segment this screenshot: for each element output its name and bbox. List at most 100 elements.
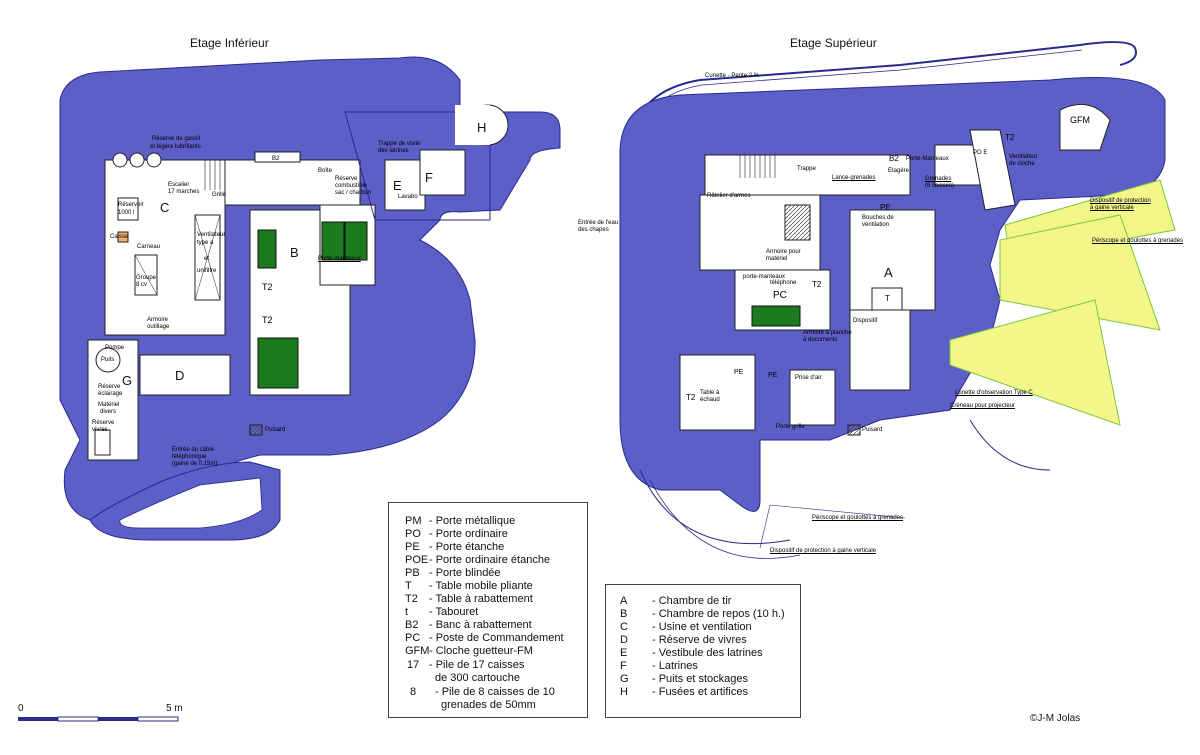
label-b2-upper: B2	[889, 154, 899, 163]
label-telephonique: téléphonique	[172, 454, 207, 460]
letter-H: H	[477, 120, 487, 135]
bed-4	[257, 337, 299, 389]
label-vivres: vivres	[92, 427, 108, 433]
label-t2-pc: T2	[812, 280, 822, 289]
label-cunette: Cunette - Pente 2 %	[705, 73, 760, 79]
label-marches: 17 marches	[168, 189, 200, 195]
label-echaud: échaud	[700, 397, 720, 403]
label-escalier: Escalier	[168, 182, 190, 188]
legend-rooms: A- Chambre de tir B- Chambre de repos (1…	[605, 584, 801, 718]
label-entree-eau: Entrée de l'eau	[578, 220, 619, 226]
label-carneau: Carneau	[137, 244, 161, 250]
label-ventilation: ventilation	[862, 222, 890, 228]
label-reservoir-cap: 1000 l	[118, 210, 135, 216]
scale-five-label: 5 m	[166, 703, 183, 714]
room-F	[419, 149, 466, 196]
letter-C: C	[160, 200, 170, 215]
upper-floor-plan	[619, 41, 1176, 559]
label-divers: divers	[100, 409, 117, 415]
label-combustible: combustible	[335, 183, 368, 189]
corridor-upper	[704, 154, 911, 196]
label-et: et	[204, 256, 210, 262]
label-grenades: Grenades	[925, 176, 952, 182]
bed-1	[257, 229, 277, 269]
label-puits: Puits	[101, 357, 115, 363]
label-porte-manteaux-upper: Porte-Manteaux	[906, 156, 949, 162]
label-pe-upper-top: PE	[880, 203, 891, 212]
label-t2-lower-b: T2	[262, 315, 273, 325]
label-t2-lower-a: T2	[262, 282, 273, 292]
label-creneau: Créneau pour projecteur	[950, 403, 1016, 409]
label-armoire-materiel: Armoire pour	[766, 249, 801, 255]
label-caisses: (6 caisses)	[925, 183, 955, 189]
corridor-lower	[224, 159, 361, 206]
label-pc: PC	[773, 290, 787, 301]
label-porte-manteaux-pc: porte-manteaux	[743, 274, 786, 280]
label-ventilateur: Ventilateur	[197, 232, 226, 238]
field-of-fire-3	[949, 299, 1121, 426]
label-eclairage: éclairage	[98, 391, 123, 397]
label-porte-grille: Porte grille	[776, 424, 805, 430]
label-reserve-eclairage: Réserve	[98, 384, 121, 390]
label-reserve-vivres: Réserve	[92, 420, 115, 426]
label-materiel-upper: matériel	[766, 256, 788, 262]
label-grille: Grille	[212, 192, 227, 198]
label-dispositif-top: Dispositif de protection	[1090, 198, 1151, 204]
label-pe-a: PE	[734, 369, 744, 376]
label-caisse: Caisse	[110, 234, 129, 240]
field-of-fire-2	[999, 214, 1161, 331]
label-ratelier: Râtelier d'armes	[707, 193, 751, 199]
label-a-documents: à documents	[803, 337, 838, 343]
label-ventilateur-cloche: Ventilateur	[1009, 154, 1038, 160]
label-b2-lower: B2	[272, 156, 280, 162]
label-lance-grenades: Lance-grenades	[832, 175, 876, 181]
bed-2	[321, 221, 345, 261]
puisard-box-lower	[249, 424, 263, 436]
label-groupe: Groupe	[136, 275, 157, 281]
label-unifiltre: unifiltre	[197, 268, 217, 274]
label-trappe-upper: Trappe	[797, 166, 816, 172]
bed-pc	[751, 305, 801, 327]
bed-3	[344, 221, 368, 261]
legend-abbreviations: PM- Porte métallique PO- Porte ordinaire…	[388, 502, 588, 718]
label-lunette: Lunette d'observation Type C	[955, 390, 1033, 396]
label-armoire-doc: Armoire à planche	[803, 330, 852, 336]
label-armoire: Armoire	[147, 317, 169, 323]
label-outillage: outillage	[147, 324, 170, 330]
letter-E: E	[393, 178, 402, 193]
label-periscope-bottom: Périscope et goulottes à grenades	[812, 515, 904, 521]
scale-zero-label: 0	[18, 703, 24, 714]
label-a-gaine-verticale: à gaine verticale	[1090, 205, 1134, 211]
upper-floor-title: Etage Supérieur	[790, 36, 877, 50]
label-entree-cable: Entrée du câble	[172, 447, 215, 453]
label-reservoir: Réservoir	[118, 202, 144, 208]
letter-B: B	[290, 245, 299, 260]
puisard-box-upper	[847, 424, 861, 436]
letter-D: D	[175, 368, 185, 383]
label-pompe: Pompe	[105, 345, 125, 351]
label-porte-manteaux-lower: Porte-manteaux	[318, 256, 361, 262]
label-t2-upper-low: T2	[686, 393, 696, 402]
label-sac-charbon: sac / charbon	[335, 190, 372, 196]
label-boite: Boîte	[318, 168, 333, 174]
letter-F: F	[425, 170, 433, 185]
label-dispositif-bottom: Dispositif de protection à gaine vertica…	[770, 548, 877, 554]
label-t2-upper-top: T2	[1005, 133, 1015, 142]
label-telephone: téléphone	[770, 280, 797, 286]
label-periscope-right: Périscope et goulottes à grenades	[1092, 238, 1184, 244]
label-puisard-upper: Puisard	[862, 427, 883, 433]
label-dispositif-left: Dispositif	[853, 318, 878, 324]
label-de-cloche: de cloche	[1009, 161, 1035, 167]
label-des-chapes: des chapes	[578, 227, 609, 233]
label-bouches: Bouches de	[862, 215, 894, 221]
room-E	[384, 159, 426, 211]
label-des-latrines: des latrines	[378, 148, 409, 154]
letter-A: A	[884, 265, 893, 280]
label-puisard-lower: Puisard	[265, 427, 286, 433]
label-et-legere: et légère lubrifiants	[150, 144, 201, 150]
lower-floor-plan	[59, 56, 561, 541]
label-etagere: Etagère	[888, 168, 910, 174]
scale-bar	[18, 716, 179, 722]
label-reserve-gasoil: Réserve de gasoil	[152, 136, 201, 142]
